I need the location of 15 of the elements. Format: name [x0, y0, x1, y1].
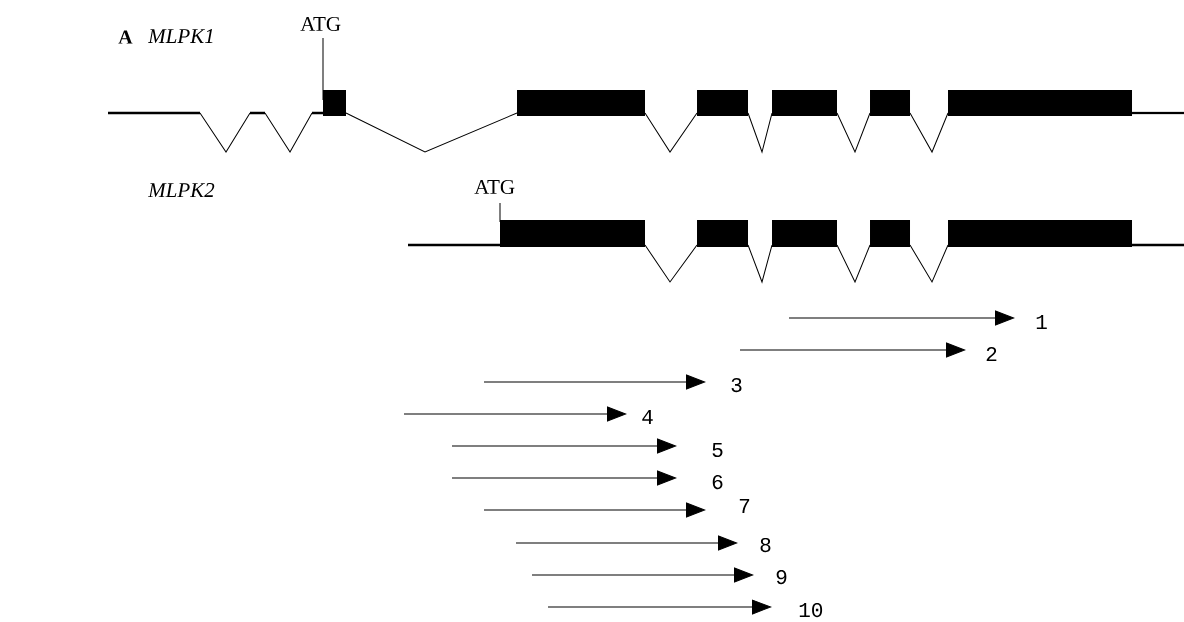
primer-number: 3 — [731, 377, 742, 393]
gene-name: MLPK1 — [147, 29, 213, 43]
primer-number: 5 — [712, 443, 723, 457]
primer-number: 1 — [1036, 315, 1047, 329]
primer-number: 4 — [642, 410, 653, 424]
primer-number: 2 — [986, 347, 997, 362]
primer-number: 10 — [799, 602, 823, 618]
gene-name: MLPK2 — [147, 183, 215, 197]
start-codon-label: ATG — [474, 179, 515, 195]
primer-number: 7 — [739, 499, 750, 513]
start-codon-label: ATG — [300, 16, 341, 32]
panel-letter: A — [118, 30, 133, 44]
primer-number: 8 — [760, 537, 771, 553]
primer-number: 6 — [712, 474, 723, 490]
primer-number: 9 — [776, 569, 787, 585]
